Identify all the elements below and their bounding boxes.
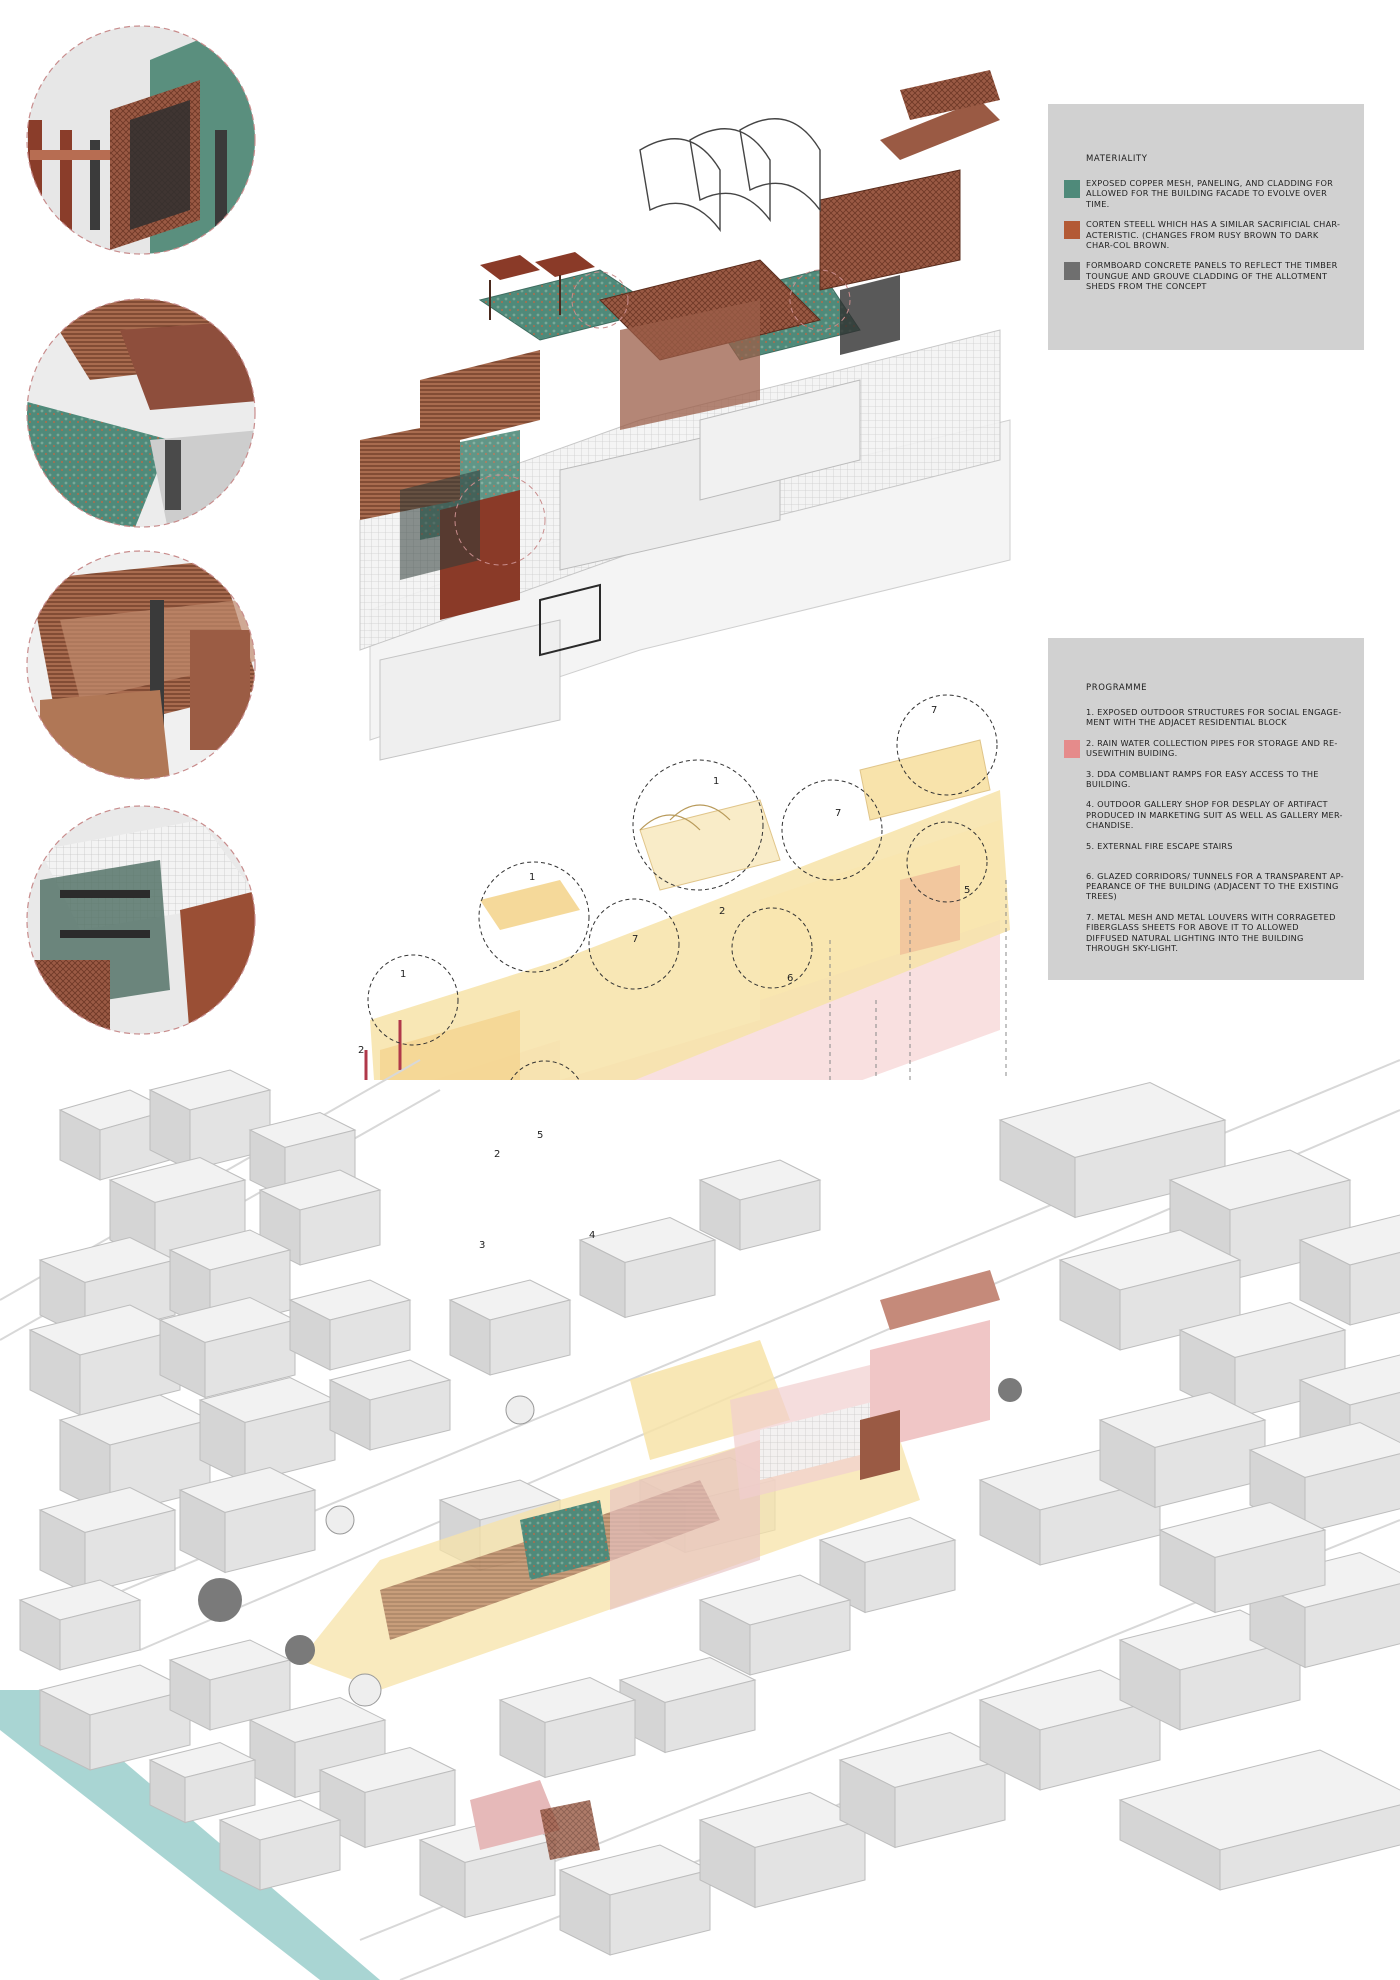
context-block-front [224, 1489, 316, 1574]
materiality-title: MATERIALITY [1086, 154, 1148, 164]
label-7-left: 7 [632, 934, 638, 945]
materiality-item-text: FORMBOARD CONCRETE PANELS TO REFLECT THE… [1086, 260, 1338, 292]
concrete-swatch [1064, 262, 1080, 281]
context-block-front [369, 1379, 451, 1451]
detail-circle-1 [27, 26, 255, 254]
programme-item-text: 7. METAL MESH AND METAL LOUVERS WITH COR… [1086, 911, 1336, 954]
programme-item-1: 1. EXPOSED OUTDOOR STRUCTURES FOR SOCIAL… [1086, 707, 1344, 728]
context-block-front [1214, 1529, 1326, 1614]
detail-circle-4 [27, 806, 255, 1034]
context-block-front [1349, 1251, 1400, 1326]
programme-title: PROGRAMME [1086, 683, 1148, 693]
exploded-materiality-model [359, 70, 1011, 761]
label-2-center: 2 [494, 1149, 500, 1160]
context-block-front [79, 1329, 181, 1416]
programme-item-text: 4. OUTDOOR GALLERY SHOP FOR DESPLAY OF A… [1086, 799, 1343, 831]
materiality-item-text: EXPOSED COPPER MESH, PANELING, AND CLADD… [1086, 178, 1334, 209]
context-block-front [89, 1689, 191, 1771]
programme-legend: PROGRAMME 1. EXPOSED OUTDOOR STRUCTURES … [1048, 638, 1364, 980]
label-1-left: 1 [400, 969, 406, 980]
context-block-front [489, 1299, 571, 1376]
label-4: 4 [589, 1230, 595, 1241]
context-block-front [749, 1599, 851, 1676]
context-block-front [754, 1819, 866, 1909]
programme-item-2: 2. RAIN WATER COLLECTION PIPES FOR STORA… [1064, 737, 1344, 759]
context-block-front [624, 1239, 716, 1319]
programme-item-7: 7. METAL MESH AND METAL LOUVERS WITH COR… [1086, 912, 1344, 954]
detail-circle-2-outline [26, 298, 256, 528]
context-block-front [1179, 1639, 1301, 1731]
label-1-pergola: 1 [529, 872, 535, 883]
corten-swatch [1064, 221, 1080, 240]
programme-item-text: 6. GLAZED CORRIDORS/ TUNNELS FOR A TRANS… [1086, 870, 1344, 902]
materiality-item-concrete: FORMBOARD CONCRETE PANELS TO REFLECT THE… [1064, 260, 1344, 292]
context-block-front [59, 1599, 141, 1671]
label-5-left: 5 [537, 1130, 543, 1141]
context-block-front [244, 1399, 336, 1484]
label-3: 3 [479, 1240, 485, 1251]
label-2-left: 2 [358, 1045, 364, 1056]
context-block-front [1219, 1804, 1400, 1891]
context-block-front [544, 1699, 636, 1779]
programme-item-text: 1. EXPOSED OUTDOOR STRUCTURES FOR SOCIAL… [1086, 707, 1342, 728]
context-block-front [664, 1679, 756, 1754]
materiality-item-copper: EXPOSED COPPER MESH, PANELING, AND CLADD… [1064, 178, 1344, 209]
context-block-front [1304, 1453, 1400, 1534]
programme-item-6: 6. GLAZED CORRIDORS/ TUNNELS FOR A TRANS… [1086, 871, 1344, 902]
programme-item-4: 4. OUTDOOR GALLERY SHOP FOR DESPLAY OF A… [1086, 799, 1344, 830]
context-block-front [894, 1759, 1006, 1849]
context-block-front [84, 1509, 176, 1594]
label-1-arches: 1 [713, 776, 719, 787]
context-block-front [204, 1319, 296, 1399]
detail-circle-2 [27, 299, 255, 527]
label-2-right: 2 [719, 906, 725, 917]
context-block-front [864, 1539, 956, 1614]
site-context [0, 1059, 1400, 1980]
context-block-front [259, 1819, 341, 1891]
context-block-front [1039, 1699, 1161, 1791]
label-6: 6 [787, 973, 793, 984]
programme-item-text: 3. DDA COMBLIANT RAMPS FOR EASY ACCESS T… [1086, 768, 1319, 790]
programme-item-5: 5. EXTERNAL FIRE ESCAPE STAIRS [1086, 841, 1344, 861]
label-5-right: 5 [964, 885, 970, 896]
context-block-front [464, 1839, 556, 1919]
context-block-front [609, 1869, 711, 1956]
context-block-front [364, 1769, 456, 1849]
rainwater-pipe-swatch [1064, 739, 1080, 758]
detail-circle-1-outline [26, 25, 256, 255]
context-block-front [299, 1189, 381, 1266]
label-7-mid: 7 [835, 808, 841, 819]
context-block-front [184, 1759, 256, 1824]
programme-item-text: 2. RAIN WATER COLLECTION PIPES FOR STORA… [1086, 737, 1338, 759]
materiality-legend: MATERIALITY EXPOSED COPPER MESH, PANELIN… [1048, 104, 1364, 350]
context-block-front [1304, 1583, 1400, 1669]
callout-labels: 7 1 7 5 1 7 6 2 1 2 5 2 3 4 [358, 705, 970, 1251]
copper-swatch [1064, 180, 1080, 198]
label-7-top: 7 [931, 705, 937, 716]
materiality-item-text: CORTEN STEELL WHICH HAS A SIMILAR SACRIF… [1086, 219, 1341, 251]
detail-circle-4-outline [26, 805, 256, 1035]
context-block-front [739, 1179, 821, 1251]
detail-circle-3-outline [26, 550, 256, 780]
programme-item-3: 3. DDA COMBLIANT RAMPS FOR EASY ACCESS T… [1086, 769, 1344, 790]
detail-circle-3 [27, 551, 255, 779]
context-block-front [329, 1299, 411, 1371]
programme-item-text: 5. EXTERNAL FIRE ESCAPE STAIRS [1086, 840, 1233, 851]
materiality-item-corten: CORTEN STEELL WHICH HAS A SIMILAR SACRIF… [1064, 219, 1344, 251]
